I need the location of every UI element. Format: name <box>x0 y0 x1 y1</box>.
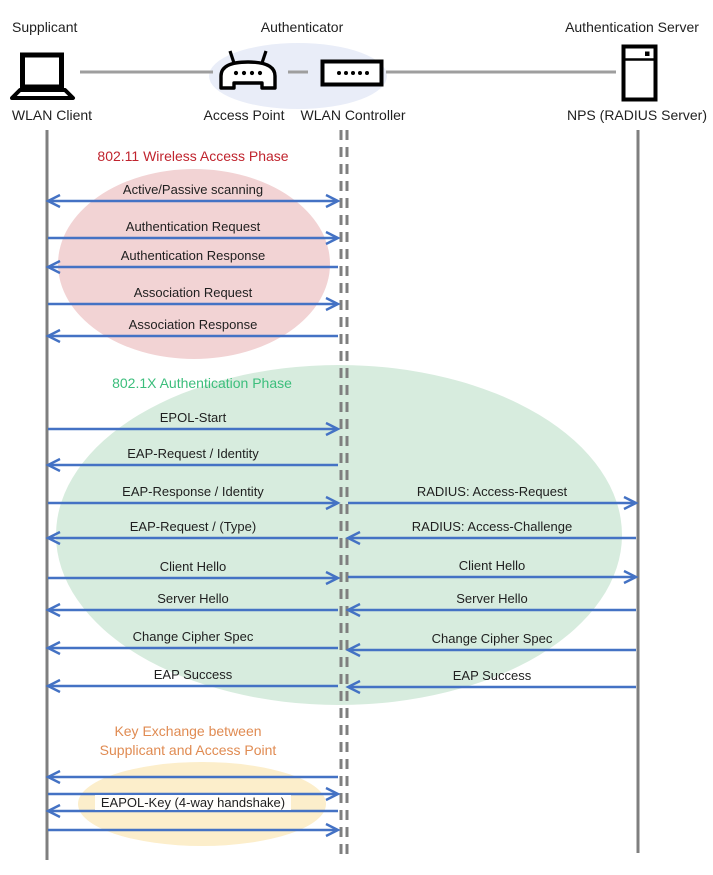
laptop-icon <box>10 52 75 100</box>
message-label: EAP Success <box>348 667 636 684</box>
message-arrow-left <box>45 602 338 618</box>
message-arrow-right <box>48 296 341 312</box>
message-label: RADIUS: Access-Challenge <box>348 518 636 535</box>
message-text: EAP-Request / (Type) <box>129 519 257 534</box>
message-text: RADIUS: Access-Challenge <box>411 519 573 534</box>
message-arrow-right <box>48 495 341 511</box>
message-label: Change Cipher Spec <box>48 628 338 645</box>
message-text: Authentication Request <box>125 219 261 234</box>
phase-title-wireless-access: 802.11 Wireless Access Phase <box>97 148 289 164</box>
message-label: EPOL-Start <box>48 409 338 426</box>
message-arrow-left <box>345 530 636 546</box>
message-label: Association Request <box>48 284 338 301</box>
message-text: Association Response <box>128 317 258 332</box>
message-text: Active/Passive scanning <box>122 182 264 197</box>
message-label: RADIUS: Access-Request <box>348 483 636 500</box>
phase-title-key-exchange: Key Exchange between Supplicant and Acce… <box>99 723 277 758</box>
phase-title-authentication: 802.1X Authentication Phase <box>112 375 292 391</box>
message-text: Change Cipher Spec <box>132 629 254 644</box>
message-arrow-right <box>48 822 341 838</box>
message-text: Client Hello <box>159 559 227 574</box>
message-arrow-right <box>348 495 639 511</box>
message-label: EAP Success <box>48 666 338 683</box>
message-arrow-left <box>45 678 338 694</box>
message-text: Client Hello <box>458 558 526 573</box>
role-authentication-server: Authentication Server <box>565 19 699 35</box>
wlan-controller-icon <box>320 59 384 87</box>
message-text: EAP Success <box>153 667 233 682</box>
message-arrow-left <box>45 328 338 344</box>
message-text: EPOL-Start <box>159 410 227 425</box>
message-text: Server Hello <box>456 591 528 606</box>
node-label-wlan-controller: WLAN Controller <box>300 107 406 123</box>
message-text: EAP-Request / Identity <box>127 446 259 461</box>
message-arrow-right <box>48 786 341 802</box>
role-authenticator: Authenticator <box>260 19 344 35</box>
message-label: Authentication Request <box>48 218 338 235</box>
message-arrow-left <box>45 769 338 785</box>
message-arrow-left <box>45 803 338 819</box>
message-arrow-right <box>48 421 341 437</box>
message-label: Change Cipher Spec <box>348 630 636 647</box>
message-arrow-left <box>45 457 338 473</box>
message-label: EAP-Response / Identity <box>48 483 338 500</box>
message-arrow-left <box>45 640 338 656</box>
message-label: Client Hello <box>348 557 636 574</box>
message-arrow-right <box>48 230 341 246</box>
message-text: Association Request <box>133 285 253 300</box>
message-text: RADIUS: Access-Request <box>416 484 568 499</box>
message-arrow-both <box>45 193 341 209</box>
message-arrow-right <box>48 570 341 586</box>
role-supplicant: Supplicant <box>12 19 78 35</box>
node-label-nps-server: NPS (RADIUS Server) <box>566 107 708 123</box>
message-arrow-left <box>345 602 636 618</box>
message-arrow-left <box>345 642 636 658</box>
node-label-access-point: Access Point <box>203 107 285 123</box>
message-label: EAP-Request / Identity <box>48 445 338 462</box>
message-label: Server Hello <box>48 590 338 607</box>
message-arrow-right <box>348 569 639 585</box>
node-label-wlan-client: WLAN Client <box>11 107 93 123</box>
message-label: EAPOL-Key (4-way handshake) <box>48 795 338 810</box>
server-icon <box>621 44 658 102</box>
message-label: Client Hello <box>48 558 338 575</box>
message-label: Association Response <box>48 316 338 333</box>
message-label: EAP-Request / (Type) <box>48 518 338 535</box>
message-text: EAP Success <box>452 668 532 683</box>
message-text: Change Cipher Spec <box>431 631 553 646</box>
access-point-icon <box>219 50 277 90</box>
message-label: Authentication Response <box>48 247 338 264</box>
message-label: Server Hello <box>348 590 636 607</box>
message-text: EAPOL-Key (4-way handshake) <box>94 795 292 810</box>
message-label: Active/Passive scanning <box>48 181 338 198</box>
message-text: EAP-Response / Identity <box>122 484 264 499</box>
message-arrow-left <box>45 259 338 275</box>
message-text: Server Hello <box>157 591 229 606</box>
message-arrow-left <box>45 530 338 546</box>
message-text: Authentication Response <box>120 248 266 263</box>
message-arrow-left <box>345 679 636 695</box>
